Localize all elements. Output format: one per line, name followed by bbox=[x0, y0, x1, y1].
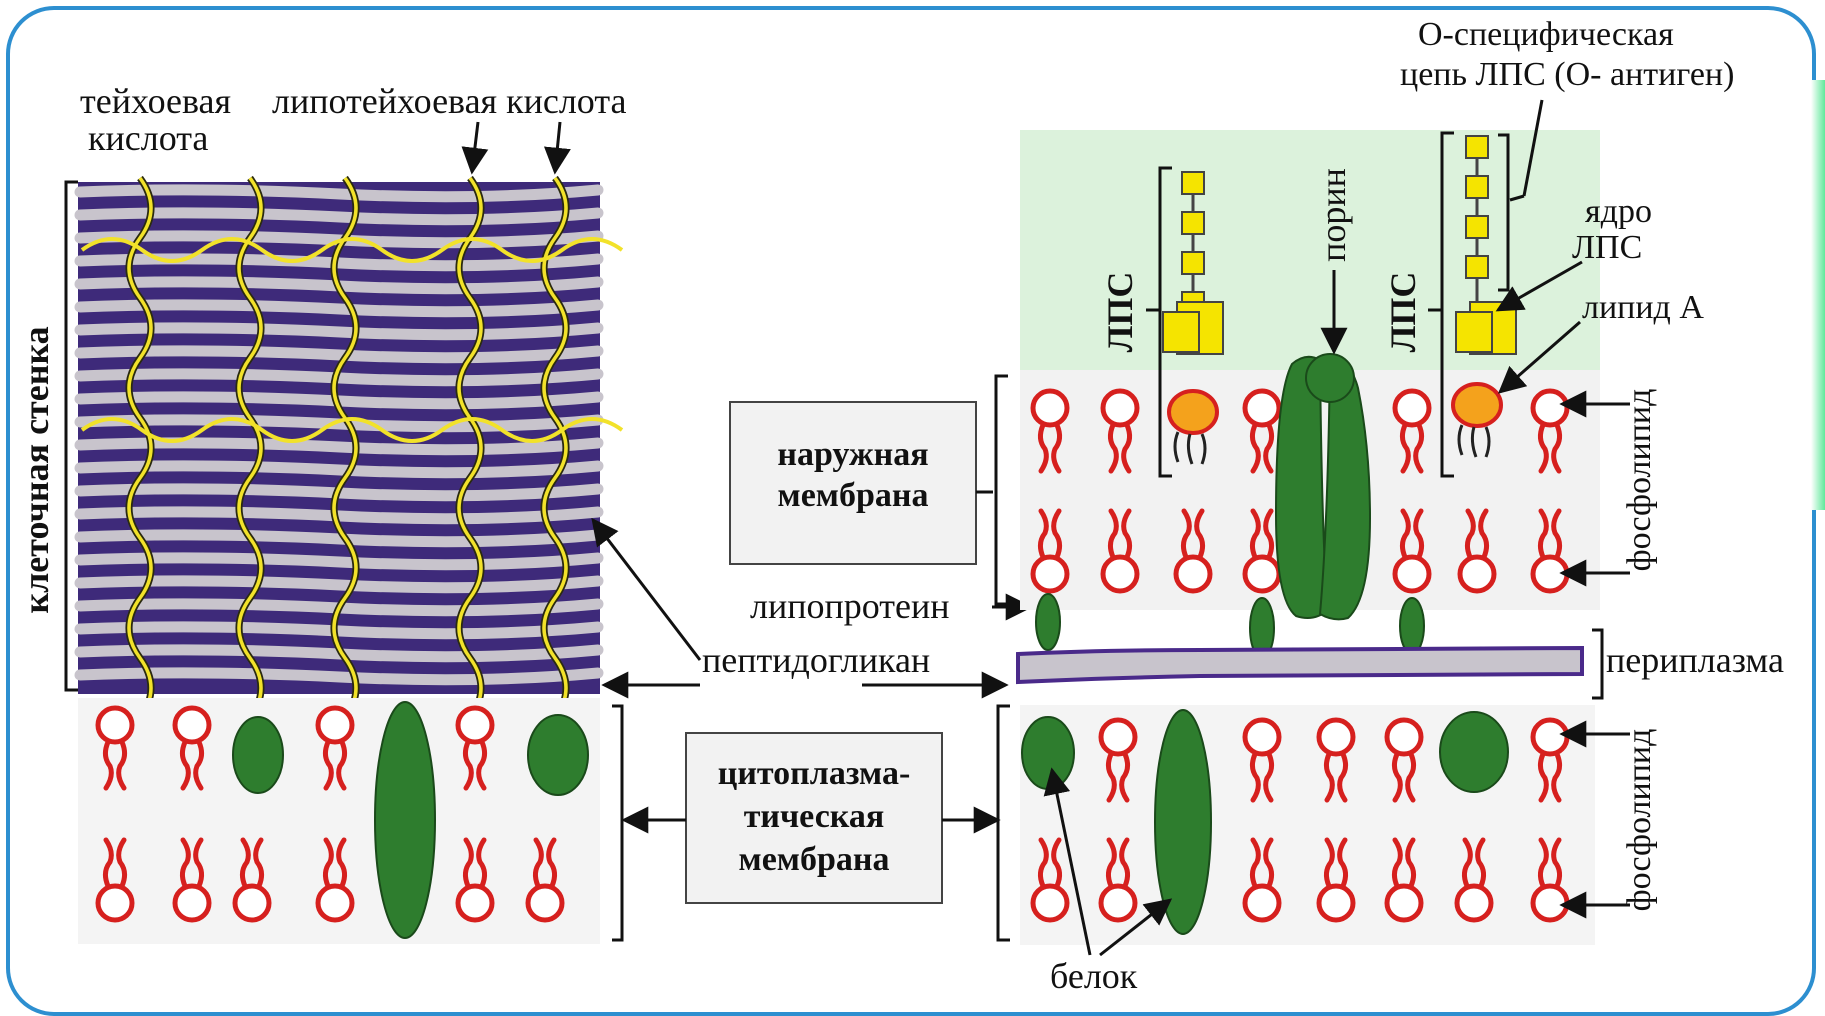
lipoprotein bbox=[1036, 594, 1060, 650]
periplasm-label: периплазма bbox=[1606, 640, 1784, 680]
membrane-protein bbox=[1440, 712, 1508, 792]
membrane-protein bbox=[1022, 717, 1074, 789]
lipoteichoic-acid-label: липотейхоевая кислота bbox=[272, 81, 627, 121]
lipid-a bbox=[1169, 391, 1217, 433]
membrane-protein bbox=[528, 715, 588, 795]
gram-positive-cell-wall bbox=[78, 178, 622, 718]
lps-right-label: ЛПС bbox=[1383, 272, 1423, 353]
lps-core-label-2: ЛПС bbox=[1572, 229, 1642, 266]
lps-left-label: ЛПС bbox=[1100, 272, 1140, 353]
lipoprotein bbox=[1400, 598, 1424, 654]
right-membrane-bracket bbox=[998, 706, 1010, 940]
cytoplasmic-membrane-label-2: тическая bbox=[744, 798, 885, 835]
lipoteichoic-arrow-2 bbox=[555, 122, 560, 172]
cytoplasmic-membrane-label-3: мембрана bbox=[739, 841, 890, 878]
phospholipid-label-bottom: фосфолипид bbox=[1621, 729, 1658, 912]
periplasm-bracket bbox=[1592, 630, 1602, 698]
phospholipid-label-top: фосфолипид bbox=[1621, 389, 1658, 572]
protein-label: белок bbox=[1050, 956, 1138, 996]
membrane-protein bbox=[233, 717, 283, 793]
lipid-a bbox=[1453, 384, 1501, 426]
porin bbox=[1276, 354, 1370, 619]
outer-membrane-label-2: мембрана bbox=[778, 477, 929, 514]
lipid-a-label: липид А bbox=[1582, 289, 1704, 326]
teichoic-acid-label-2: кислота bbox=[88, 118, 208, 158]
teichoic-acid-label-1: тейхоевая bbox=[80, 81, 231, 121]
thin-peptidoglycan bbox=[1018, 648, 1582, 682]
outer-membrane-label-1: наружная bbox=[777, 436, 928, 473]
left-cytoplasmic-membrane bbox=[78, 698, 600, 944]
transmembrane-protein bbox=[375, 702, 435, 938]
outer-membrane-bracket bbox=[996, 376, 1008, 604]
lipoprotein-label: липопротеин bbox=[750, 586, 950, 626]
o-chain-label-2: цепь ЛПС (О- антиген) bbox=[1400, 56, 1734, 93]
transmembrane-protein bbox=[1155, 710, 1211, 934]
porin-label: порин bbox=[1313, 168, 1353, 262]
cytoplasmic-membrane-label-1: цитоплазма- bbox=[718, 755, 911, 792]
o-chain-label-1: О-специфическая bbox=[1418, 16, 1674, 53]
peptidoglycan-label: пептидогликан bbox=[702, 640, 930, 680]
lipoteichoic-arrow-1 bbox=[472, 122, 478, 172]
left-membrane-bracket bbox=[612, 706, 622, 940]
lps-core-label-1: ядро bbox=[1585, 193, 1652, 230]
cell-wall-label: клеточная стенка bbox=[16, 326, 56, 613]
